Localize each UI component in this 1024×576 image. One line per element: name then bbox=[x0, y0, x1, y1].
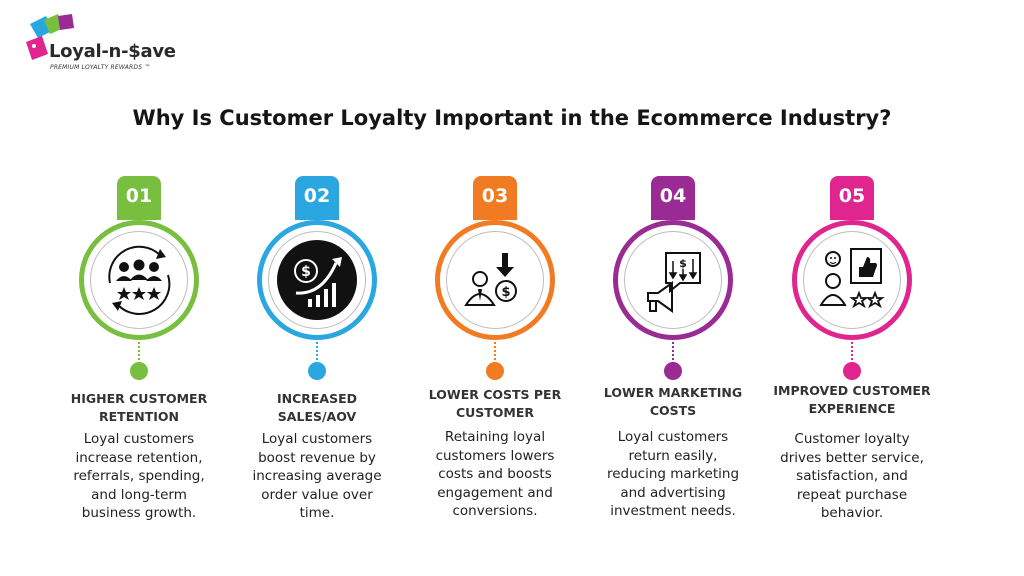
icon-circle: $ bbox=[613, 220, 733, 340]
icon-circle: $ bbox=[435, 220, 555, 340]
step-number: 03 bbox=[473, 176, 517, 220]
brand-name: Loyal-n-$ave bbox=[49, 41, 176, 62]
customer-feedback-icon bbox=[819, 248, 885, 309]
connector-node bbox=[486, 362, 504, 380]
icon-circle: $ bbox=[257, 220, 377, 340]
connector-node bbox=[664, 362, 682, 380]
connector-dots bbox=[316, 342, 320, 364]
connector-dots bbox=[494, 342, 498, 364]
brand-logo: Loyal-n-$ave PREMIUM LOYALTY REWARDS ™ bbox=[24, 14, 184, 76]
step-number: 01 bbox=[117, 176, 161, 220]
icon-circle bbox=[79, 220, 199, 340]
megaphone-savings-icon: $ bbox=[647, 252, 701, 313]
connector-node bbox=[130, 362, 148, 380]
connector-dots bbox=[672, 342, 676, 364]
svg-text:$: $ bbox=[679, 257, 687, 270]
brand-tagline: PREMIUM LOYALTY REWARDS ™ bbox=[50, 64, 151, 71]
step-number: 05 bbox=[830, 176, 874, 220]
cost-reduction-icon: $ bbox=[464, 253, 517, 306]
price-tags-icon bbox=[26, 14, 74, 60]
group-rating-icon bbox=[108, 245, 171, 315]
revenue-growth-icon: $ bbox=[277, 240, 357, 320]
step-number: 04 bbox=[651, 176, 695, 220]
svg-text:$: $ bbox=[501, 285, 510, 300]
connector-dots bbox=[851, 342, 855, 364]
svg-text:$: $ bbox=[301, 264, 311, 280]
connector-node bbox=[843, 362, 861, 380]
page-title: Why Is Customer Loyalty Important in the… bbox=[132, 106, 892, 130]
icon-circle bbox=[792, 220, 912, 340]
connector-node bbox=[308, 362, 326, 380]
step-number: 02 bbox=[295, 176, 339, 220]
connector-dots bbox=[138, 342, 142, 364]
